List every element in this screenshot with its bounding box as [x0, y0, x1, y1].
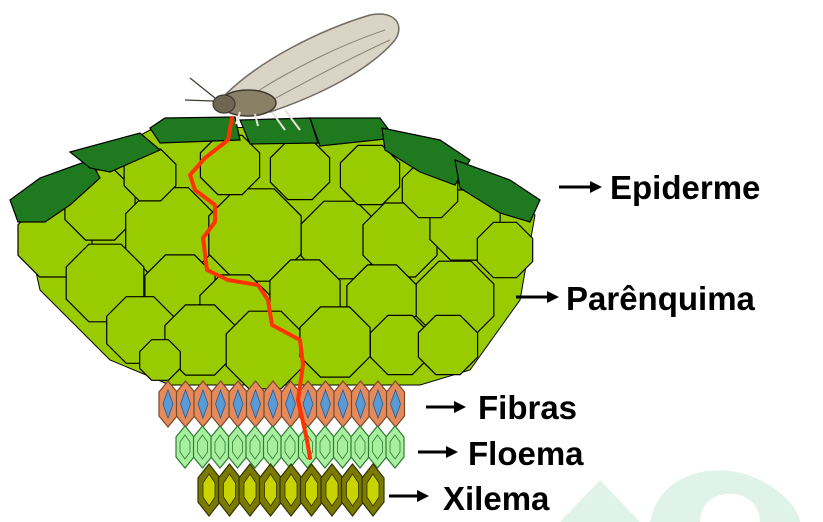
phloem-cell [229, 426, 247, 468]
phloem-cell [246, 426, 264, 468]
parenchyma-cell [270, 140, 329, 199]
phloem-cell [351, 426, 369, 468]
phloem-cell [369, 426, 387, 468]
label-parenquima: Parênquima [566, 280, 756, 317]
parenchyma-cell [300, 307, 370, 377]
phloem-cell [176, 426, 194, 468]
phloem-cell [194, 426, 212, 468]
phloem-cell [316, 426, 334, 468]
xilema-tissue [198, 464, 384, 516]
watermark [560, 470, 800, 522]
parenchyma-cell [477, 222, 532, 277]
label-fibras: Fibras [478, 389, 577, 426]
parenchyma-cell [418, 315, 477, 374]
parenchyma-cell [226, 311, 304, 389]
floema-tissue [176, 426, 404, 468]
label-epiderme: Epiderme [610, 169, 760, 206]
label-xilema: Xilema [443, 480, 550, 517]
label-floema: Floema [468, 435, 584, 472]
parenchyma-cell [140, 340, 181, 381]
phloem-cell [211, 426, 229, 468]
phloem-cell [334, 426, 352, 468]
phloem-cell [386, 426, 404, 468]
phloem-cell [281, 426, 299, 468]
phloem-cell [264, 426, 282, 468]
insect-icon [185, 14, 399, 130]
